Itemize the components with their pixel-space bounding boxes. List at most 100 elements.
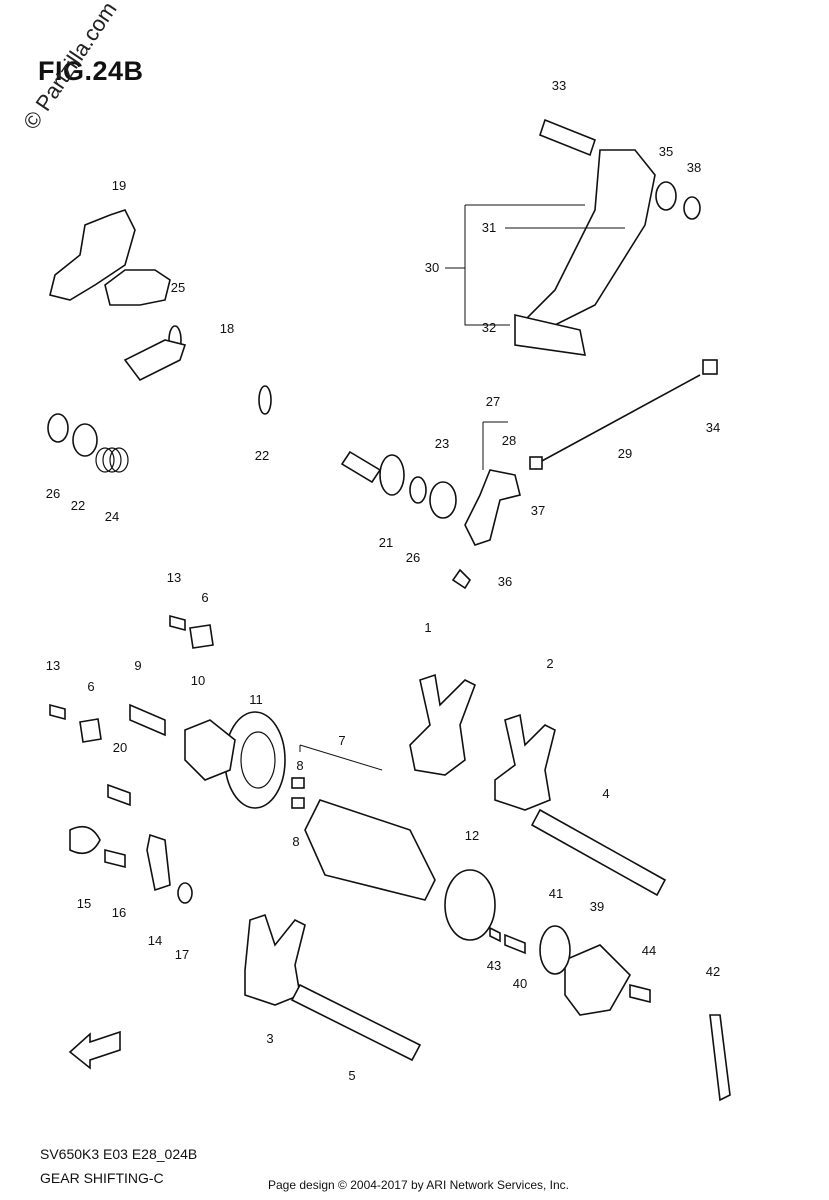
gear-shift-cam[interactable]	[304, 799, 436, 901]
callout-30[interactable]: 30	[425, 260, 439, 275]
bolt-44[interactable]	[629, 983, 651, 1004]
callout-26[interactable]: 26	[46, 486, 60, 501]
callout-34[interactable]: 34	[706, 420, 720, 435]
nut-34[interactable]	[702, 359, 718, 375]
diagram-subtitle: GEAR SHIFTING-C	[40, 1170, 164, 1186]
circlip-26b[interactable]	[409, 476, 427, 504]
callout-22[interactable]: 22	[255, 448, 269, 463]
callout-41[interactable]: 41	[549, 886, 563, 901]
bolt-16[interactable]	[104, 848, 126, 869]
washer-17[interactable]	[177, 882, 193, 904]
callout-11[interactable]: 11	[249, 692, 263, 707]
callout-17[interactable]: 17	[175, 947, 189, 962]
pin-9[interactable]	[129, 703, 166, 737]
callout-38[interactable]: 38	[687, 160, 701, 175]
spring-24[interactable]	[95, 447, 129, 473]
callout-1[interactable]: 1	[424, 620, 431, 635]
bolt-36[interactable]	[451, 568, 472, 590]
cable-guide-42[interactable]	[709, 1014, 731, 1102]
bearing-11-inner	[240, 731, 276, 789]
pin-8a[interactable]	[291, 777, 305, 789]
callout-2[interactable]: 2	[546, 656, 553, 671]
washer-35[interactable]	[655, 181, 677, 211]
spring-43[interactable]	[489, 926, 501, 943]
circlip-26a[interactable]	[47, 413, 69, 443]
callout-8[interactable]: 8	[296, 758, 303, 773]
callout-13[interactable]: 13	[46, 658, 60, 673]
screw-13a[interactable]	[169, 614, 186, 632]
callout-13[interactable]: 13	[167, 570, 181, 585]
callout-28[interactable]: 28	[502, 433, 516, 448]
callout-39[interactable]: 39	[590, 899, 604, 914]
bolt-20[interactable]	[107, 783, 131, 807]
figure-title: FIG.24B	[38, 56, 144, 86]
callout-8[interactable]: 8	[292, 834, 299, 849]
fork-shaft-4[interactable]	[530, 808, 667, 897]
callout-29[interactable]: 29	[618, 446, 632, 461]
plate-6a[interactable]	[189, 624, 214, 649]
spring-15[interactable]	[69, 825, 101, 855]
callout-22[interactable]: 22	[71, 498, 85, 513]
washer-21[interactable]	[379, 454, 405, 496]
callout-42[interactable]: 42	[706, 964, 720, 979]
gear-shift-rod[interactable]	[539, 374, 701, 463]
shift-fork-1[interactable]	[409, 673, 477, 776]
cam-stopper-10[interactable]	[184, 719, 236, 781]
clip-38[interactable]	[683, 196, 701, 220]
bearing-11[interactable]	[224, 711, 286, 809]
cam-plate-39[interactable]	[564, 944, 631, 1016]
callout-27[interactable]: 27	[486, 394, 500, 409]
callout-43[interactable]: 43	[487, 958, 501, 973]
callout-32[interactable]: 32	[482, 320, 496, 335]
callout-14[interactable]: 14	[148, 933, 162, 948]
callout-7[interactable]: 7	[338, 733, 345, 748]
stopper-plate-14[interactable]	[146, 833, 171, 892]
callout-20[interactable]: 20	[113, 740, 127, 755]
callout-36[interactable]: 36	[498, 574, 512, 589]
pin-40[interactable]	[504, 933, 526, 955]
bearing-12[interactable]	[444, 869, 496, 941]
callout-18[interactable]: 18	[220, 321, 234, 336]
callout-26[interactable]: 26	[406, 550, 420, 565]
callout-3[interactable]: 3	[266, 1031, 273, 1046]
callout-37[interactable]: 37	[531, 503, 545, 518]
callout-19[interactable]: 19	[112, 178, 126, 193]
callout-25[interactable]: 25	[171, 280, 185, 295]
callout-4[interactable]: 4	[602, 786, 609, 801]
washer-22a[interactable]	[72, 423, 98, 457]
o-ring-41[interactable]	[539, 925, 571, 975]
shift-pedal-rubber[interactable]	[514, 313, 587, 356]
callout-12[interactable]: 12	[465, 828, 479, 843]
callout-24[interactable]: 24	[105, 509, 119, 524]
callout-15[interactable]: 15	[77, 896, 91, 911]
callout-31[interactable]: 31	[482, 220, 496, 235]
callout-23[interactable]: 23	[435, 436, 449, 451]
callout-21[interactable]: 21	[379, 535, 393, 550]
pin-8b[interactable]	[291, 797, 305, 809]
callout-44[interactable]: 44	[642, 943, 656, 958]
screw-13b[interactable]	[49, 703, 66, 721]
callout-5[interactable]: 5	[348, 1068, 355, 1083]
lever-bolt-33[interactable]	[539, 118, 596, 157]
shift-fork-2[interactable]	[494, 713, 556, 811]
callout-33[interactable]: 33	[552, 78, 566, 93]
callout-35[interactable]: 35	[659, 144, 673, 159]
nut-37[interactable]	[529, 456, 543, 470]
model-code: SV650K3 E03 E28_024B	[40, 1146, 198, 1162]
shift-arm[interactable]	[49, 209, 136, 301]
callout-40[interactable]: 40	[513, 976, 527, 991]
callout-6[interactable]: 6	[87, 679, 94, 694]
callout-10[interactable]: 10	[191, 673, 205, 688]
fork-shaft-5[interactable]	[290, 983, 422, 1062]
callout-9[interactable]: 9	[134, 658, 141, 673]
callout-6[interactable]: 6	[201, 590, 208, 605]
return-spring[interactable]	[123, 339, 187, 382]
plate-6b[interactable]	[79, 718, 102, 743]
shift-link-arm[interactable]	[464, 469, 521, 546]
shift-fork-3[interactable]	[244, 913, 306, 1006]
gear-shift-lever[interactable]	[523, 149, 656, 331]
oil-seal-23[interactable]	[429, 481, 457, 519]
gear-shift-shaft[interactable]	[168, 325, 382, 484]
callout-16[interactable]: 16	[112, 905, 126, 920]
